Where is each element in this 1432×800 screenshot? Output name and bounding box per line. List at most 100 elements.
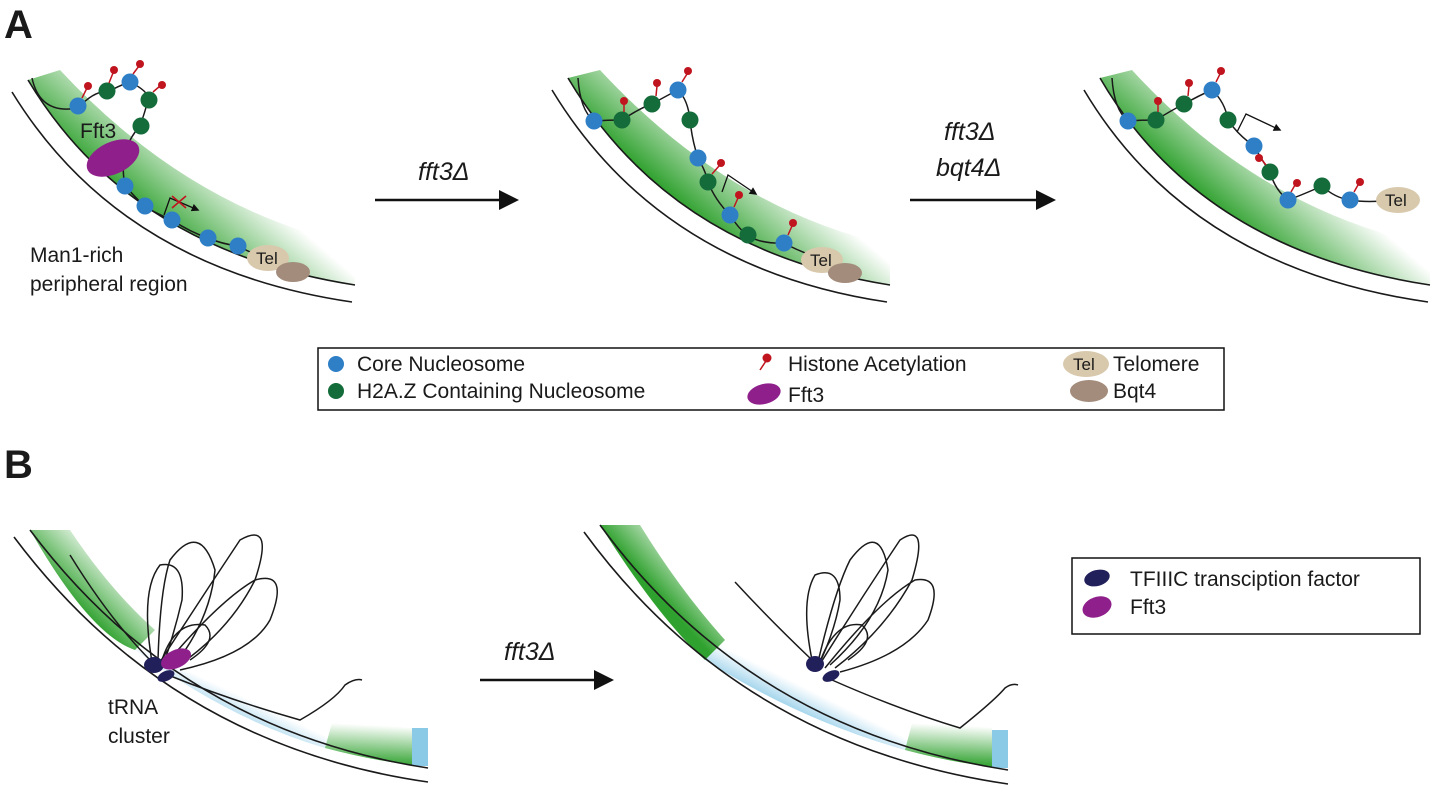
active-transcription-arrow bbox=[1236, 113, 1282, 133]
tfiiic-protein bbox=[157, 670, 175, 682]
h2az-nucleosome bbox=[699, 173, 717, 191]
core-nucleosome bbox=[775, 234, 793, 252]
legend-tfiiic: TFIIIC transciption factor bbox=[1130, 568, 1360, 591]
tel-label: Tel bbox=[256, 249, 278, 268]
legend-acetylation-swatch bbox=[759, 353, 772, 371]
legend-bqt4: Bqt4 bbox=[1113, 380, 1157, 403]
region-label-line2: peripheral region bbox=[30, 273, 188, 296]
acetylation-mark bbox=[1290, 179, 1301, 193]
legend-bqt4-swatch bbox=[1070, 380, 1108, 402]
legend-histone-acetylation: Histone Acetylation bbox=[788, 353, 967, 376]
chromatin-loops bbox=[734, 534, 1019, 729]
arrow-b-label: fft3Δ bbox=[504, 638, 556, 666]
core-nucleosome bbox=[116, 177, 134, 195]
h2az-nucleosome bbox=[1175, 95, 1193, 113]
acetylation-mark bbox=[108, 66, 118, 84]
core-nucleosome bbox=[721, 206, 739, 224]
legend-fft3-swatch bbox=[747, 383, 781, 405]
acetylation-mark bbox=[1185, 79, 1193, 97]
panel-b-label: B bbox=[4, 443, 33, 487]
legend-tfiiic-swatch bbox=[1084, 569, 1110, 587]
legend-b: TFIIIC transciption factor Fft3 bbox=[1071, 557, 1421, 635]
arrow1-label: fft3Δ bbox=[418, 158, 470, 186]
tfiiic-protein bbox=[806, 656, 824, 672]
acetylation-mark bbox=[620, 97, 628, 112]
acetylation-mark bbox=[81, 82, 92, 99]
panel-a-state-1: Fft3 Tel Man1-rich peripheral region bbox=[11, 60, 356, 303]
core-nucleosome bbox=[1119, 112, 1137, 130]
legend-a: Core Nucleosome H2A.Z Containing Nucleos… bbox=[317, 347, 1225, 411]
core-nucleosome bbox=[669, 81, 687, 99]
trna-label-line2: cluster bbox=[108, 725, 170, 748]
acetylation-mark bbox=[711, 159, 725, 175]
acetylation-mark bbox=[1353, 178, 1364, 193]
blocked-transcription-arrow bbox=[163, 195, 200, 216]
core-nucleosome bbox=[199, 229, 217, 247]
h2az-nucleosome bbox=[681, 111, 699, 129]
panel-b-state-1: tRNA cluster bbox=[13, 529, 429, 783]
core-nucleosome bbox=[163, 211, 181, 229]
acetylation-mark bbox=[733, 191, 743, 208]
tel-label: Tel bbox=[810, 251, 832, 270]
fft3-label: Fft3 bbox=[80, 120, 116, 143]
core-nucleosome bbox=[229, 237, 247, 255]
acetylation-mark bbox=[681, 67, 692, 83]
legend-fft3-swatch bbox=[1082, 596, 1112, 618]
core-nucleosome bbox=[121, 73, 139, 91]
h2az-nucleosome bbox=[613, 111, 631, 129]
bqt4-protein bbox=[276, 262, 310, 282]
trna-label-line1: tRNA bbox=[108, 696, 158, 719]
panel-b-state-2 bbox=[583, 524, 1019, 785]
panel-a-label: A bbox=[4, 3, 33, 47]
bqt4-protein bbox=[828, 263, 862, 283]
h2az-nucleosome bbox=[140, 91, 158, 109]
h2az-nucleosome bbox=[132, 117, 150, 135]
arrow2-label-line2: bqt4Δ bbox=[936, 154, 1001, 182]
panel-a-state-2: Tel bbox=[551, 67, 891, 303]
arrow2-label-line1: fft3Δ bbox=[944, 118, 996, 146]
acetylation-mark bbox=[1255, 154, 1267, 166]
acetylation-mark bbox=[132, 60, 144, 75]
acetylation-mark bbox=[1215, 67, 1225, 83]
legend-fft3: Fft3 bbox=[1130, 596, 1166, 619]
core-nucleosome bbox=[136, 197, 154, 215]
h2az-nucleosome bbox=[98, 82, 116, 100]
tfiiic-protein bbox=[822, 670, 840, 682]
h2az-nucleosome bbox=[1219, 111, 1237, 129]
legend-tel-icon: Tel bbox=[1073, 355, 1095, 374]
core-nucleosome bbox=[585, 112, 603, 130]
transition-arrow-b: fft3Δ bbox=[480, 638, 614, 690]
legend-fft3: Fft3 bbox=[788, 384, 824, 407]
active-transcription-arrow bbox=[721, 173, 758, 195]
tel-label: Tel bbox=[1385, 191, 1407, 210]
h2az-nucleosome bbox=[1261, 163, 1279, 181]
acetylation-mark bbox=[653, 79, 661, 97]
fft3-protein bbox=[86, 139, 140, 177]
core-nucleosome bbox=[1341, 191, 1359, 209]
legend-telomere-swatch bbox=[1063, 351, 1109, 377]
h2az-nucleosome bbox=[1313, 177, 1331, 195]
core-nucleosome bbox=[1279, 191, 1297, 209]
acetylation-mark bbox=[1154, 97, 1162, 112]
core-nucleosome bbox=[689, 149, 707, 167]
core-nucleosome bbox=[1203, 81, 1221, 99]
core-nucleosome bbox=[1245, 137, 1263, 155]
telomere bbox=[247, 245, 289, 271]
fft3-protein bbox=[161, 648, 191, 670]
tfiiic-protein bbox=[144, 657, 164, 673]
region-label-line1: Man1-rich bbox=[30, 244, 123, 267]
h2az-nucleosome bbox=[739, 226, 757, 244]
transition-arrow-2: fft3Δ bqt4Δ bbox=[910, 118, 1056, 210]
chromatin-loops bbox=[69, 534, 363, 721]
acetylation-mark bbox=[152, 81, 166, 93]
acetylation-mark bbox=[787, 219, 797, 236]
h2az-nucleosome bbox=[643, 95, 661, 113]
transition-arrow-1: fft3Δ bbox=[375, 158, 519, 210]
legend-telomere: Telomere bbox=[1113, 353, 1199, 376]
telomere bbox=[1376, 187, 1420, 213]
legend-h2az-nucleosome-swatch bbox=[328, 383, 344, 399]
legend-h2az-nucleosome: H2A.Z Containing Nucleosome bbox=[357, 380, 645, 403]
legend-core-nucleosome: Core Nucleosome bbox=[357, 353, 525, 376]
panel-a-state-3: Tel bbox=[1083, 67, 1431, 303]
